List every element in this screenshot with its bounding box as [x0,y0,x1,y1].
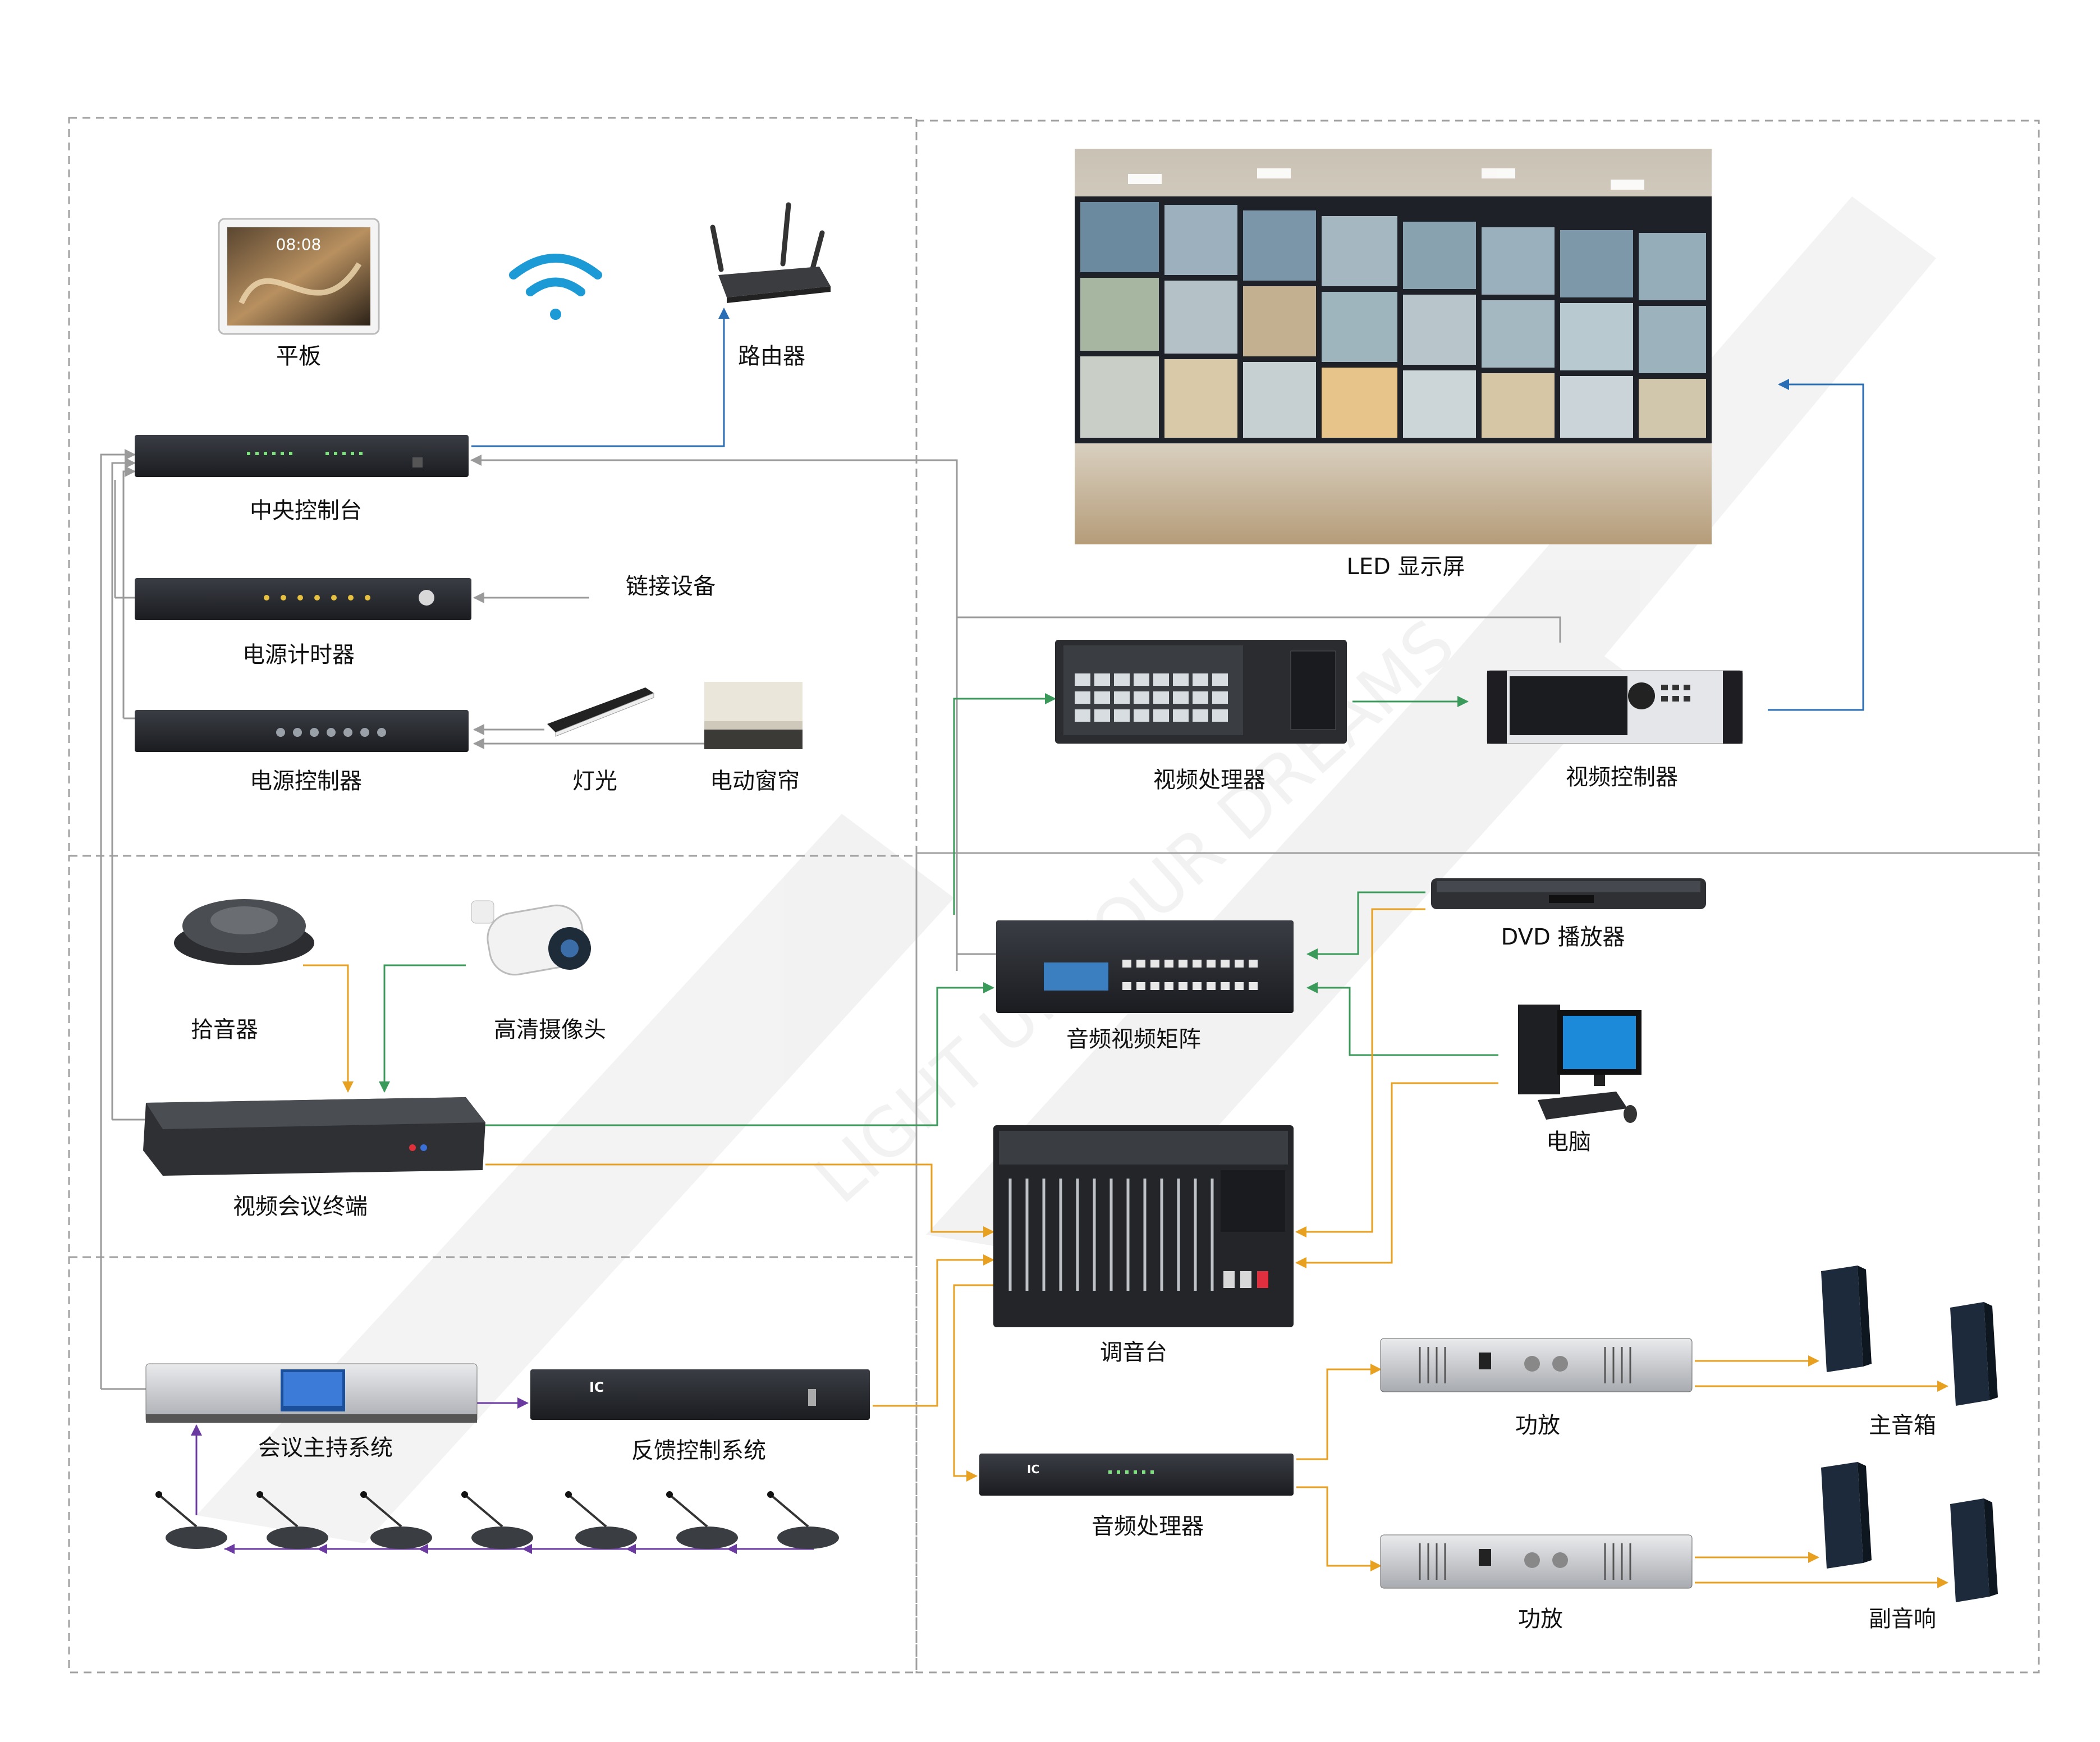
amp-sub-device [1380,1534,1693,1589]
audio-processor-device: IC [979,1454,1294,1496]
conference-mic [461,1491,533,1549]
connections [100,308,1948,1588]
label-tablet: 平板 [276,343,321,369]
line-mic-terminal [303,964,354,1093]
led-wall-panels [1080,202,1706,438]
video-processor-device [1055,640,1347,744]
label-dvd-player: DVD 播放器 [1501,924,1625,950]
label-conf-host-system: 会议主持系统 [258,1435,393,1461]
video-conf-terminal-device [143,1097,485,1176]
line-matrix-vproc [953,693,1056,915]
line-bus-terminal [111,457,136,1120]
conference-mic [666,1491,738,1549]
label-mixer: 调音台 [1100,1340,1167,1365]
label-pickup-mic: 拾音器 [191,1017,258,1043]
central-console-device [135,435,469,477]
tablet-clock: 08:08 [276,235,322,254]
label-feedback-control-system: 反馈控制系统 [631,1438,766,1464]
conference-mic [256,1491,328,1549]
line-vc-console [957,616,1561,643]
label-curtain: 电动窗帘 [710,768,800,794]
label-video-processor: 视频处理器 [1153,767,1265,793]
label-amp-sub: 功放 [1518,1606,1563,1632]
line-aproc-amp2 [1296,1486,1382,1571]
label-main-speaker: 主音箱 [1869,1413,1936,1438]
conf-host-device [145,1363,478,1423]
line-pc-matrix [1306,982,1498,1056]
line-bus-outer [100,449,136,1389]
label-led-screen: LED 显示屏 [1346,554,1465,580]
label-computer: 电脑 [1546,1129,1591,1155]
power-timer-device [135,578,471,620]
line-mixer-audioproc [953,1284,993,1482]
feedback-control-device: IC [530,1369,870,1420]
wifi-icon [509,254,602,320]
region-borders [68,117,2040,1674]
led-wall-image [1075,149,1712,544]
label-video-conf-terminal: 视频会议终端 [233,1194,368,1220]
light-fixture [547,687,654,737]
line-pc-mixer [1295,1082,1498,1268]
line-terminal-mixer [485,1163,994,1237]
conference-mic [360,1491,432,1549]
curtain-image [704,682,803,749]
conference-mics [155,1491,839,1549]
line-feedback-mixer [873,1254,994,1407]
label-av-matrix: 音频视频矩阵 [1066,1026,1201,1052]
line-bus-power [122,466,136,718]
line-dvd-matrix [1306,891,1425,960]
region-display [915,120,2040,854]
conference-mic [155,1491,227,1549]
label-central-console: 中央控制台 [250,498,362,524]
feedback-logo: IC [589,1379,604,1395]
line-console-router [471,308,730,447]
label-audio-processor: 音频处理器 [1092,1514,1204,1539]
label-router: 路由器 [738,343,805,369]
amp-main-device [1380,1338,1693,1392]
line-terminal-matrix [485,982,994,1126]
audio-proc-logo: IC [1027,1463,1039,1476]
label-power-controller: 电源控制器 [250,768,362,794]
line-camera-terminal [379,964,466,1093]
label-link-device: 链接设备 [626,574,716,599]
label-sub-speaker: 副音响 [1869,1606,1936,1632]
dvd-player-device [1431,878,1706,909]
router-device [710,202,831,303]
main-speakers [1821,1266,1998,1406]
line-controller-led [1768,379,1864,711]
conference-mic [565,1491,637,1549]
video-controller-device [1487,670,1743,744]
label-power-timer: 电源计时器 [242,642,355,668]
sub-speakers [1821,1462,1998,1602]
line-dvd-mixer [1295,908,1425,1237]
pickup-mic-device [174,899,314,965]
computer-device [1518,1005,1642,1123]
conference-mic [767,1491,839,1549]
label-light: 灯光 [572,768,617,794]
tablet-device: 08:08 [218,218,380,335]
power-controller-device [135,710,469,752]
camera-device [471,900,591,976]
line-matrix-console [470,455,958,971]
av-matrix-device [996,920,1294,1013]
mixer-device [993,1125,1294,1327]
line-aproc-amp1 [1296,1364,1382,1460]
label-amp-main: 功放 [1515,1413,1560,1438]
label-video-controller: 视频控制器 [1566,764,1678,790]
region-conference-host [68,1256,918,1674]
label-hd-camera: 高清摄像头 [494,1017,606,1043]
mic-chain-arrows [224,1544,737,1554]
